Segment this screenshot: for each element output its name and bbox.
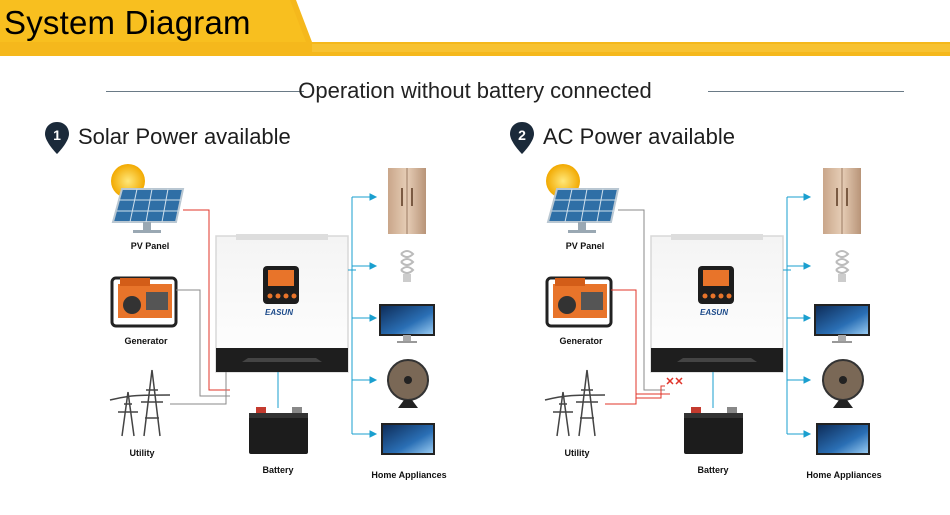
page-title: System Diagram <box>4 4 251 41</box>
subtitle-divider-left <box>106 91 304 92</box>
battery-icon <box>684 407 743 454</box>
section-title-solar: Solar Power available <box>78 124 291 149</box>
system-2: EASUN <box>544 164 870 455</box>
diagram-subtitle: Operation without battery connected <box>298 78 652 103</box>
label-home-appliances: Home Appliances <box>371 470 447 480</box>
solar-panel-icon <box>546 188 620 233</box>
light-bulb-icon <box>835 250 850 282</box>
number-one-pin-icon: 1 <box>45 122 69 154</box>
utility-tower-icon <box>544 369 606 437</box>
utility-wire <box>170 372 227 405</box>
number-two-pin-icon: 2 <box>510 122 534 154</box>
label-pv-panel: PV Panel <box>565 241 605 251</box>
label-generator: Generator <box>559 336 603 346</box>
pv-wire <box>183 209 230 391</box>
light-bulb-icon <box>400 250 415 282</box>
generator-icon <box>110 276 178 328</box>
generator-wire <box>611 289 665 399</box>
section-number: 2 <box>518 127 526 143</box>
brand-logo: EASUN <box>700 308 728 317</box>
fan-icon <box>387 359 429 408</box>
disconnect-x-icon <box>666 377 683 385</box>
section-title-ac: AC Power available <box>543 124 735 149</box>
fan-icon <box>822 359 864 408</box>
battery-icon <box>249 407 308 454</box>
monitor-icon <box>814 304 870 343</box>
inverter-icon: EASUN <box>215 234 349 373</box>
label-utility: Utility <box>564 448 590 458</box>
monitor-icon <box>379 304 435 343</box>
tv-icon <box>381 423 435 455</box>
section-number: 1 <box>53 127 61 143</box>
subtitle-divider-right <box>708 91 904 92</box>
system-1: EASUN <box>109 164 435 455</box>
refrigerator-icon <box>388 168 426 234</box>
label-battery: Battery <box>262 465 294 475</box>
utility-tower-icon <box>109 369 171 437</box>
label-pv-panel: PV Panel <box>130 241 170 251</box>
header-banner <box>0 0 950 56</box>
utility-wire <box>605 393 670 405</box>
generator-icon <box>545 276 613 328</box>
label-utility: Utility <box>129 448 155 458</box>
brand-logo: EASUN <box>265 308 293 317</box>
generator-wire <box>176 289 230 397</box>
tv-icon <box>816 423 870 455</box>
label-generator: Generator <box>124 336 168 346</box>
pv-wire <box>618 209 665 391</box>
label-home-appliances: Home Appliances <box>806 470 882 480</box>
label-battery: Battery <box>697 465 729 475</box>
refrigerator-icon <box>823 168 861 234</box>
solar-panel-icon <box>111 188 185 233</box>
inverter-icon: EASUN <box>650 234 784 373</box>
